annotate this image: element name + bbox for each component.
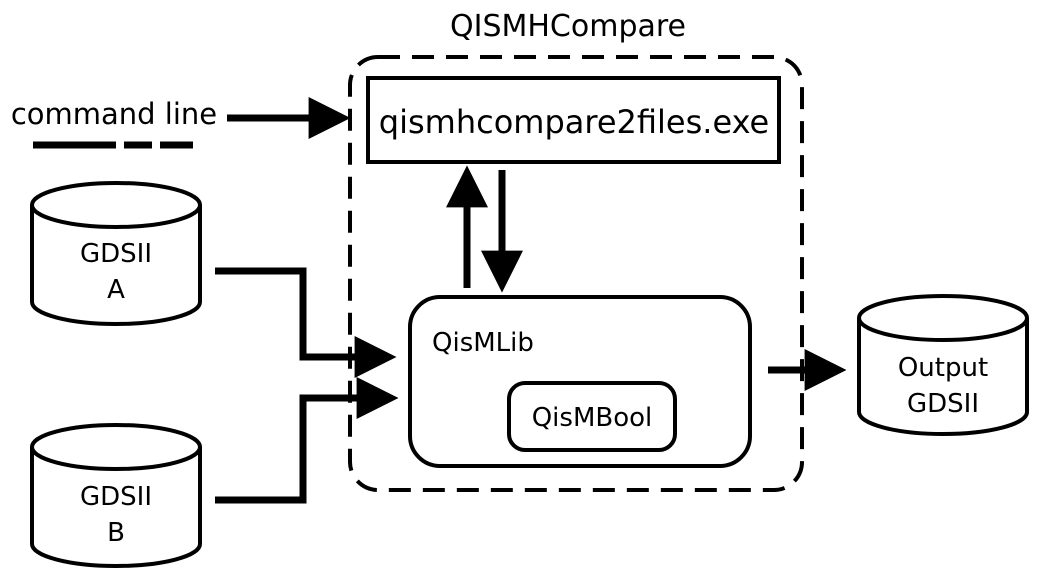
qismbool-box-frame bbox=[507, 381, 677, 452]
gdsii-a-label-line1: GDSII bbox=[80, 239, 152, 269]
command-line-label: command line bbox=[11, 97, 217, 131]
gdsii-b-label-line2: B bbox=[107, 518, 125, 548]
gdsii-b-to-qismlib-arrow bbox=[215, 377, 399, 504]
qismbool-label: QisMBool bbox=[532, 403, 653, 433]
qismbool-box: QisMBool bbox=[507, 381, 677, 452]
output-gdsii-cylinder: Output GDSII bbox=[857, 294, 1029, 436]
output-gdsii-label-line1: Output bbox=[898, 353, 988, 383]
gdsii-b-body bbox=[30, 447, 202, 568]
gdsii-b-top bbox=[30, 423, 202, 471]
gdsii-b-cylinder: GDSII B bbox=[30, 423, 202, 568]
gdsii-a-to-qismlib-arrow bbox=[215, 267, 397, 378]
exe-box: qismhcompare2files.exe bbox=[366, 76, 781, 164]
gdsii-a-label-line2: A bbox=[107, 275, 125, 305]
exe-box-frame bbox=[366, 76, 781, 164]
gdsii-a-top bbox=[30, 181, 202, 229]
gdsii-a-cylinder: GDSII A bbox=[30, 181, 202, 326]
exe-box-label: qismhcompare2files.exe bbox=[379, 103, 769, 141]
command-line-input: command line bbox=[11, 97, 217, 149]
qismlib-label: QisMLib bbox=[432, 328, 534, 358]
output-gdsii-body bbox=[857, 318, 1029, 436]
diagram-title: QISMHCompare bbox=[450, 9, 686, 44]
gdsii-a-body bbox=[30, 205, 202, 326]
output-gdsii-label-line2: GDSII bbox=[907, 389, 979, 419]
qismhcompare-frame bbox=[348, 55, 804, 492]
output-gdsii-top bbox=[857, 294, 1029, 342]
gdsii-b-label-line1: GDSII bbox=[80, 482, 152, 512]
